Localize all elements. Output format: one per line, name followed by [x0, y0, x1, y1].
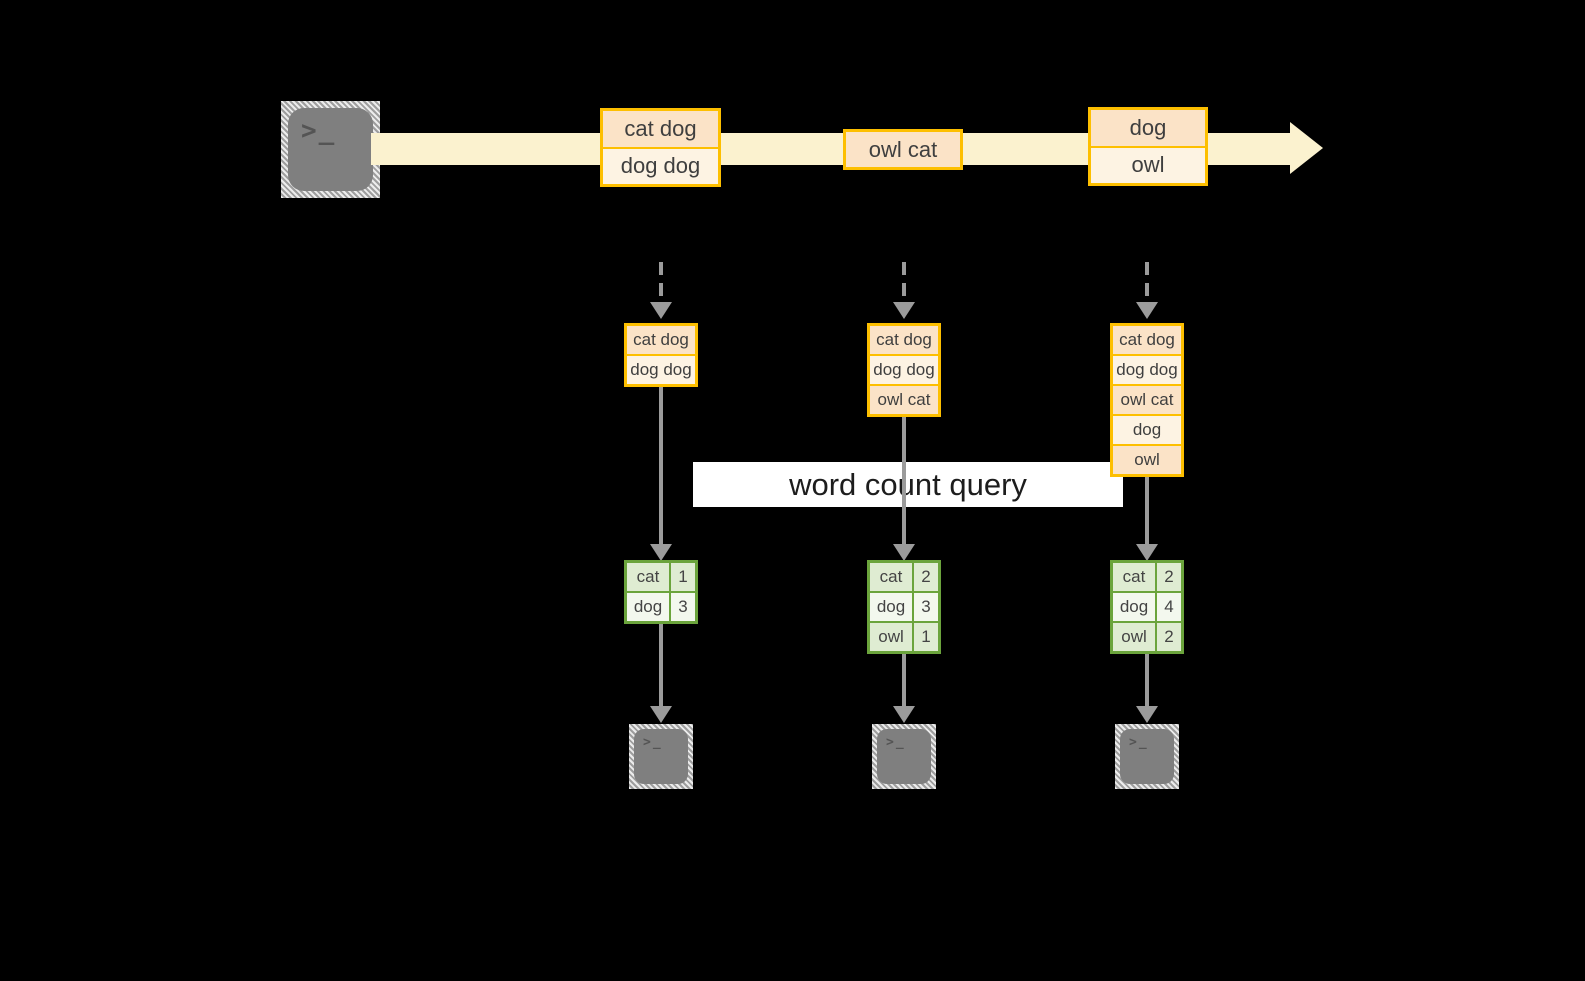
output-flow-arrowhead-icon	[650, 706, 672, 723]
ingest-arrow-line	[659, 262, 663, 302]
count-cell: 3	[671, 593, 695, 621]
table-row: owl 2	[1113, 623, 1181, 651]
event-word: dog	[1091, 110, 1205, 146]
query-label: word count query	[789, 466, 1027, 502]
sink-terminal-icon-1: >_	[629, 724, 693, 789]
stream-timeline-arrowhead-icon	[1290, 122, 1323, 174]
count-cell: 2	[914, 563, 938, 591]
buffered-event: dog dog	[1113, 356, 1181, 384]
buffered-event: cat dog	[870, 326, 938, 354]
buffered-event: dog dog	[627, 356, 695, 384]
stream-event-box-1: cat dog dog dog	[600, 108, 721, 187]
word-cell: dog	[870, 593, 912, 621]
query-label-band: word count query	[693, 462, 1123, 507]
query-flow-arrow-line	[659, 387, 663, 544]
count-cell: 2	[1157, 623, 1181, 651]
stream-event-box-2: owl cat	[843, 129, 963, 170]
ingest-arrowhead-icon	[650, 302, 672, 319]
word-cell: dog	[627, 593, 669, 621]
buffered-event: cat dog	[1113, 326, 1181, 354]
query-flow-arrow-line	[1145, 477, 1149, 544]
stream-event-box-3: dog owl	[1088, 107, 1208, 186]
event-word: cat dog	[603, 111, 718, 147]
word-cell: cat	[870, 563, 912, 591]
output-flow-arrowhead-icon	[1136, 706, 1158, 723]
ingest-arrow-line	[902, 262, 906, 302]
buffered-events-stack-3: cat dog dog dog owl cat dog owl	[1110, 323, 1184, 477]
event-word: owl cat	[846, 132, 960, 167]
table-row: owl 1	[870, 623, 938, 651]
event-word: dog dog	[603, 148, 718, 184]
count-cell: 2	[1157, 563, 1181, 591]
source-terminal-icon: >_	[281, 101, 380, 198]
event-word: owl	[1091, 147, 1205, 183]
output-flow-arrow-line	[1145, 654, 1149, 706]
buffered-event: owl cat	[1113, 386, 1181, 414]
count-cell: 1	[914, 623, 938, 651]
terminal-prompt-icon: >_	[643, 735, 663, 750]
buffered-event: dog dog	[870, 356, 938, 384]
terminal-prompt-icon: >_	[301, 116, 337, 146]
table-row: dog 3	[870, 593, 938, 621]
word-cell: cat	[1113, 563, 1155, 591]
word-cell: owl	[1113, 623, 1155, 651]
word-cell: owl	[870, 623, 912, 651]
ingest-arrow-line	[1145, 262, 1149, 302]
count-cell: 4	[1157, 593, 1181, 621]
query-flow-arrowhead-icon	[893, 544, 915, 561]
terminal-prompt-icon: >_	[1129, 735, 1149, 750]
table-row: cat 1	[627, 563, 695, 591]
word-count-table-2: cat 2 dog 3 owl 1	[867, 560, 941, 654]
buffered-event: cat dog	[627, 326, 695, 354]
output-flow-arrow-line	[902, 654, 906, 706]
terminal-screen: >_	[877, 729, 931, 784]
word-cell: dog	[1113, 593, 1155, 621]
terminal-screen: >_	[634, 729, 688, 784]
terminal-screen: >_	[1120, 729, 1174, 784]
table-row: dog 3	[627, 593, 695, 621]
output-flow-arrow-line	[659, 624, 663, 706]
terminal-screen: >_	[288, 108, 373, 191]
buffered-events-stack-2: cat dog dog dog owl cat	[867, 323, 941, 417]
sink-terminal-icon-3: >_	[1115, 724, 1179, 789]
word-count-table-3: cat 2 dog 4 owl 2	[1110, 560, 1184, 654]
word-cell: cat	[627, 563, 669, 591]
table-row: cat 2	[1113, 563, 1181, 591]
query-flow-arrow-line	[902, 417, 906, 544]
count-cell: 3	[914, 593, 938, 621]
buffered-event: owl	[1113, 446, 1181, 474]
buffered-events-stack-1: cat dog dog dog	[624, 323, 698, 387]
sink-terminal-icon-2: >_	[872, 724, 936, 789]
ingest-arrowhead-icon	[893, 302, 915, 319]
terminal-prompt-icon: >_	[886, 735, 906, 750]
query-flow-arrowhead-icon	[650, 544, 672, 561]
table-row: dog 4	[1113, 593, 1181, 621]
count-cell: 1	[671, 563, 695, 591]
query-flow-arrowhead-icon	[1136, 544, 1158, 561]
ingest-arrowhead-icon	[1136, 302, 1158, 319]
buffered-event: dog	[1113, 416, 1181, 444]
table-row: cat 2	[870, 563, 938, 591]
word-count-table-1: cat 1 dog 3	[624, 560, 698, 624]
output-flow-arrowhead-icon	[893, 706, 915, 723]
buffered-event: owl cat	[870, 386, 938, 414]
